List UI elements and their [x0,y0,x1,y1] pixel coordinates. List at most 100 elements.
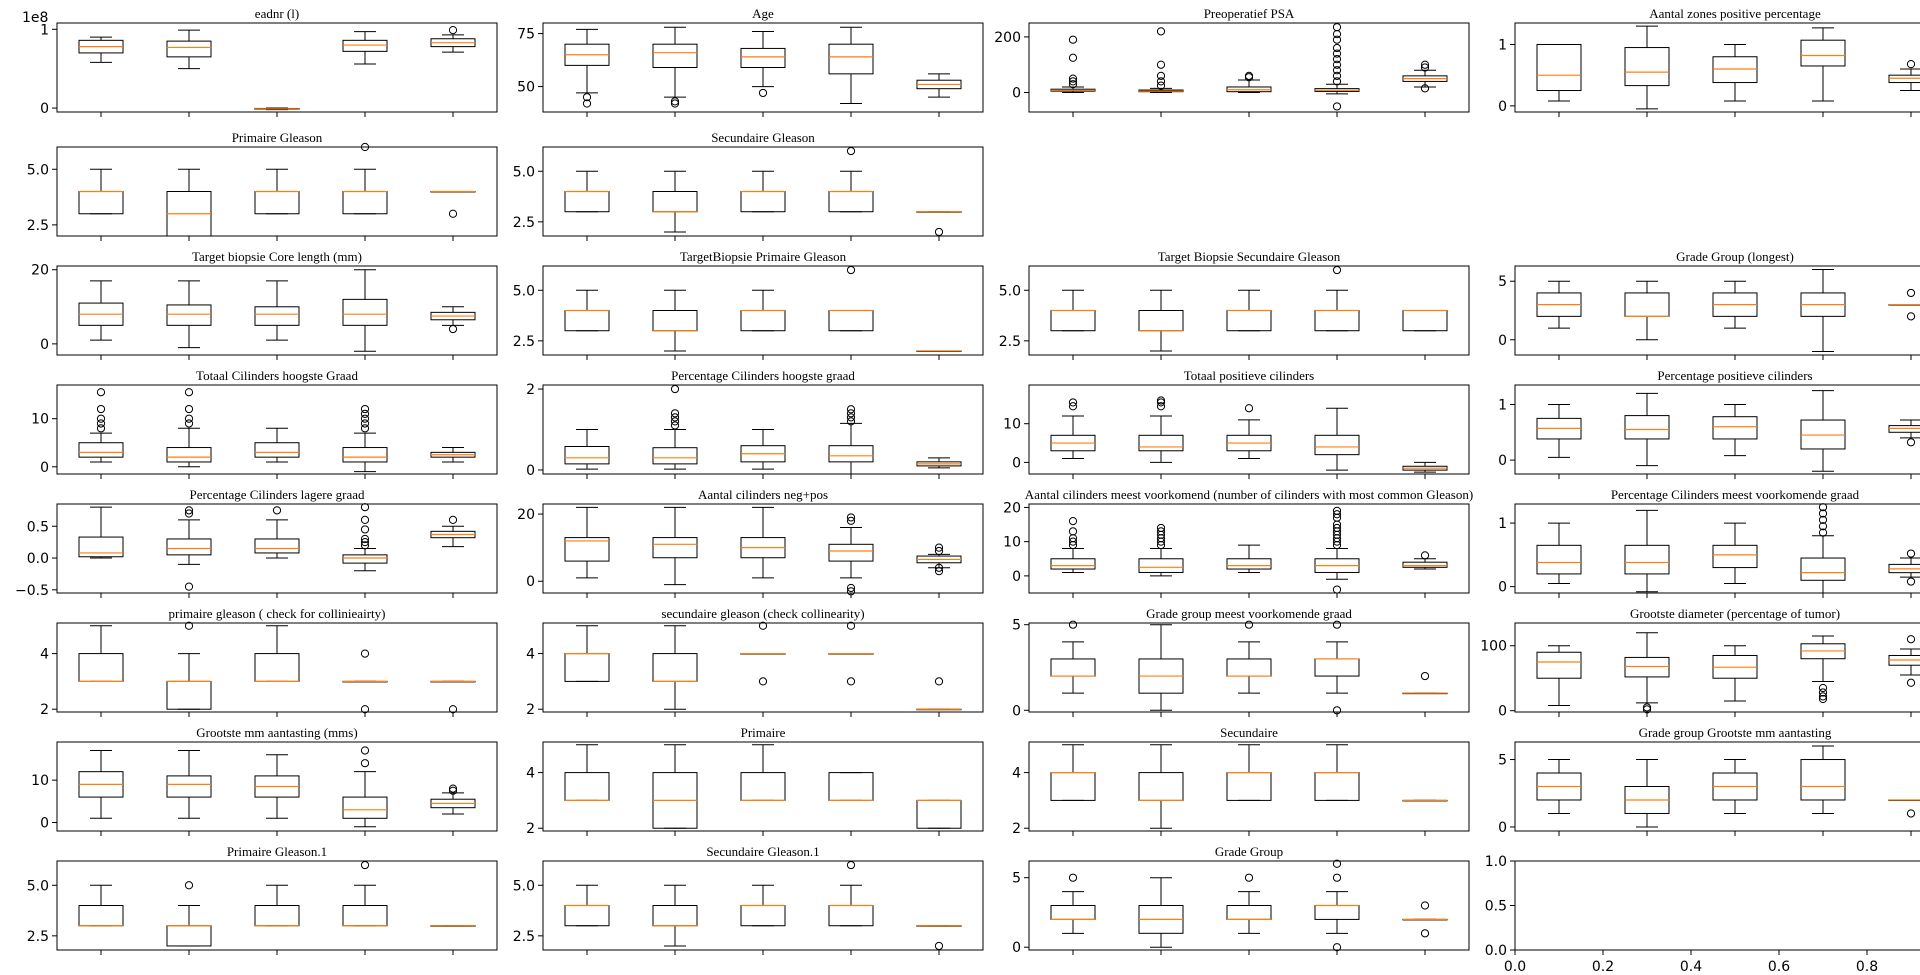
box-1 [1050,517,1096,573]
iqr-box [1712,544,1758,569]
y-tick-label: 2.5 [27,929,49,945]
box-1 [78,168,124,215]
outlier-point [184,388,194,397]
outlier-point [1818,688,1828,697]
axes-frame [56,384,498,475]
outlier-point [1156,27,1166,36]
box-3 [1226,289,1272,332]
outlier-point [1332,60,1342,69]
box-3 [740,429,786,470]
outlier-point [1332,873,1342,882]
iqr-box [342,796,388,819]
iqr-box [652,537,698,559]
iqr-box [828,43,874,75]
y-tick-label: 0 [1012,86,1021,102]
box-5 [916,677,962,711]
y-tick-label: 2.5 [27,218,49,234]
iqr-box [254,306,300,326]
y-tick-label: 2.5 [513,929,535,945]
outlier-point [1068,620,1078,629]
box-3 [1226,873,1272,934]
box-3 [254,625,300,683]
box-2 [166,621,212,710]
axes-frame [542,503,984,594]
outlier-point [1068,74,1078,83]
box-2 [652,170,698,233]
y-tick-label: 2 [526,702,535,718]
outlier-point [1156,81,1166,90]
outlier-point [272,506,282,515]
box-1 [78,506,124,559]
box-1 [564,744,610,802]
subplot-p73: 0.00.51.00.00.20.40.60.81.0 [1485,854,1920,975]
outlier-point [1332,706,1342,715]
subplot-p51: secundaire gleason (check collinearity) 2… [526,606,984,718]
box-1 [564,170,610,213]
subplot-title: secundaire gleason (check collinearity) [661,606,864,621]
y-tick-label: 0.0 [1485,943,1507,959]
y-tick-label: 0 [1012,455,1021,471]
outlier-point [1420,84,1430,93]
box-5 [430,925,476,927]
axes-frame [56,146,498,237]
outlier-point [1068,527,1078,536]
outlier-point [1818,509,1828,518]
box-5 [430,680,476,714]
outlier-point [1420,671,1430,681]
iqr-box [1624,47,1670,87]
y-tick-label: 0 [40,337,49,353]
subplot-p23: Grade Group (longest)05 [1498,249,1920,360]
box-5 [430,306,476,334]
subplot-title: Percentage positieve cilinders [1657,368,1812,383]
outlier-point [1068,35,1078,44]
subplot-title: Percentage Cilinders lagere graad [189,487,365,502]
iqr-box [342,298,388,326]
box-5 [430,25,476,53]
box-5 [1402,60,1448,93]
outlier-point [1068,53,1078,62]
outlier-point [360,515,370,524]
outlier-point [1818,683,1828,693]
outlier-point [360,534,370,544]
box-5 [430,190,476,218]
subplot-p70: Primaire Gleason.12.55.0 [27,844,498,955]
y-tick-label: 5.0 [27,162,49,178]
iqr-box [564,445,610,465]
y-tick-label: −0.5 [15,583,49,599]
subplot-title: Grootste mm aantasting (mms) [196,725,357,740]
box-3 [1226,744,1272,801]
outlier-point [1818,692,1828,701]
box-4 [828,860,874,927]
outlier-point [448,786,458,795]
subplot-title: Primaire [741,725,786,740]
iqr-box [166,775,212,798]
outlier-point [360,705,370,714]
outlier-point [846,583,856,593]
box-5 [1402,461,1448,473]
box-4 [1314,506,1360,594]
box-2 [166,29,212,70]
box-1 [1050,35,1096,94]
box-1 [564,625,610,682]
outlier-point [846,417,856,426]
subplot-title: Grade group meest voorkomende graad [1146,606,1352,621]
iqr-box [1536,651,1582,679]
outlier-point [96,388,106,397]
box-3 [254,506,300,559]
box-3 [1226,404,1272,460]
axes-frame [56,503,498,594]
iqr-box [78,442,124,458]
outlier-point [448,705,458,714]
subplot-title: Aantal cilinders neg+pos [698,487,828,502]
iqr-box [1712,416,1758,440]
y-tick-label: 20 [1003,500,1021,516]
outlier-point [1156,396,1166,405]
outlier-point [1420,551,1430,560]
box-4 [342,31,388,65]
